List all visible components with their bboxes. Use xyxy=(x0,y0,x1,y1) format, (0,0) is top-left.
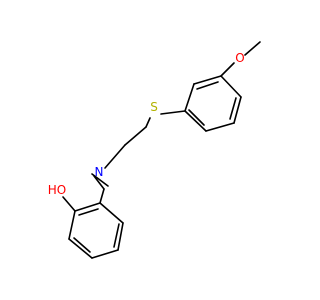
atom-hydroxyl: HO xyxy=(48,183,66,197)
molecule-structure: O S N HO xyxy=(48,41,261,259)
bond-s-ch2 xyxy=(145,117,151,128)
bond-ring1-6 xyxy=(193,75,222,85)
bond-ring-oh xyxy=(62,196,76,212)
bond-ring2-double-c xyxy=(78,208,99,216)
bond-ring2-3 xyxy=(91,249,119,259)
bond-ring2-double-b xyxy=(73,237,91,253)
bond-ring1-double-c xyxy=(196,81,219,90)
bond-ring1-2 xyxy=(233,96,242,124)
bond-ring1-4 xyxy=(184,110,207,132)
bond-ring2-5 xyxy=(68,210,76,240)
bond-imine-double xyxy=(91,173,109,187)
bond-ring2-4 xyxy=(68,238,93,259)
bond-o-ring-top xyxy=(220,62,235,77)
bond-ring1-5 xyxy=(184,83,195,112)
bond-ring1-1 xyxy=(220,75,242,98)
bond-ch2-ch2 xyxy=(124,126,147,146)
atom-sulfur: S xyxy=(150,100,158,114)
bond-ch-ring2 xyxy=(99,188,105,204)
bond-ring2-1 xyxy=(99,202,124,224)
bond-ring2-6 xyxy=(74,202,101,212)
bond-methyl-o xyxy=(244,41,261,56)
bond-ring2-2 xyxy=(117,222,124,251)
atom-nitrogen: N xyxy=(95,165,104,179)
bond-ring1-double-b xyxy=(188,109,205,126)
bond-ring1-3 xyxy=(205,122,235,132)
bond-ring-s xyxy=(160,110,186,115)
bond-ring2-double-a xyxy=(113,223,120,248)
structure-canvas: O S N HO xyxy=(48,41,261,259)
atom-methoxy-oxygen: O xyxy=(235,51,244,65)
bond-n-ch xyxy=(93,175,105,190)
bond-ring1-double-a xyxy=(229,97,237,120)
bond-ch2-n xyxy=(104,144,126,169)
